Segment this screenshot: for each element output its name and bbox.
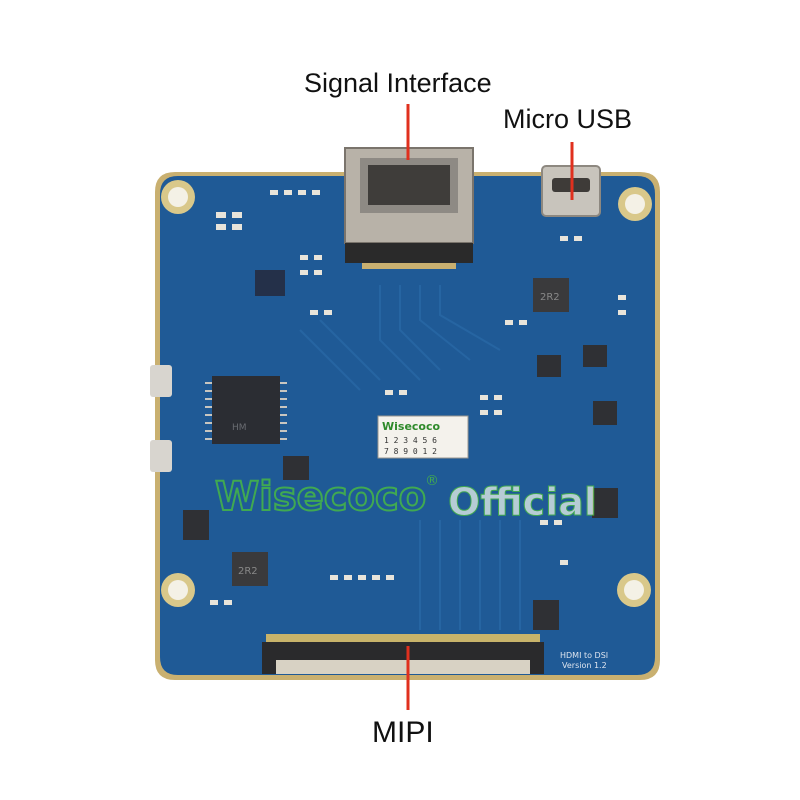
micro-usb-label: Micro USB xyxy=(503,104,633,134)
svg-text:2R2: 2R2 xyxy=(540,292,560,303)
hdmi-connector xyxy=(344,147,474,269)
svg-text:Wisecoco: Wisecoco xyxy=(382,420,441,433)
mounting-holes xyxy=(161,180,652,607)
svg-text:7 8 9 0 1 2: 7 8 9 0 1 2 xyxy=(384,447,437,456)
watermark-registered: ® xyxy=(425,473,439,489)
silkscreen-version: Version 1.2 xyxy=(562,661,607,670)
button-2 xyxy=(150,440,172,472)
chip-marking: HM xyxy=(232,423,247,433)
inductor-1: 2R2 xyxy=(533,278,569,312)
main-chip: HM xyxy=(205,376,287,444)
signal-interface-label: Signal Interface xyxy=(304,68,492,98)
inductor-2: 2R2 xyxy=(232,552,268,586)
watermark: Wisecoco ® Official xyxy=(214,473,597,525)
watermark-suffix: Official xyxy=(448,480,597,524)
pcb-traces xyxy=(299,285,521,630)
mipi-label: MIPI xyxy=(372,716,434,749)
mipi-connector xyxy=(262,634,544,674)
watermark-brand: Wisecoco xyxy=(215,474,426,520)
button-1 xyxy=(150,365,172,397)
small-chips xyxy=(183,345,618,630)
sticker: Wisecoco 1 2 3 4 5 6 7 8 9 0 1 2 xyxy=(377,415,469,459)
silkscreen-title: HDMI to DSI xyxy=(560,651,608,660)
svg-text:1 2 3 4 5 6: 1 2 3 4 5 6 xyxy=(384,436,437,445)
small-ic xyxy=(255,270,285,296)
svg-text:2R2: 2R2 xyxy=(238,566,258,577)
passive-components xyxy=(210,190,626,605)
